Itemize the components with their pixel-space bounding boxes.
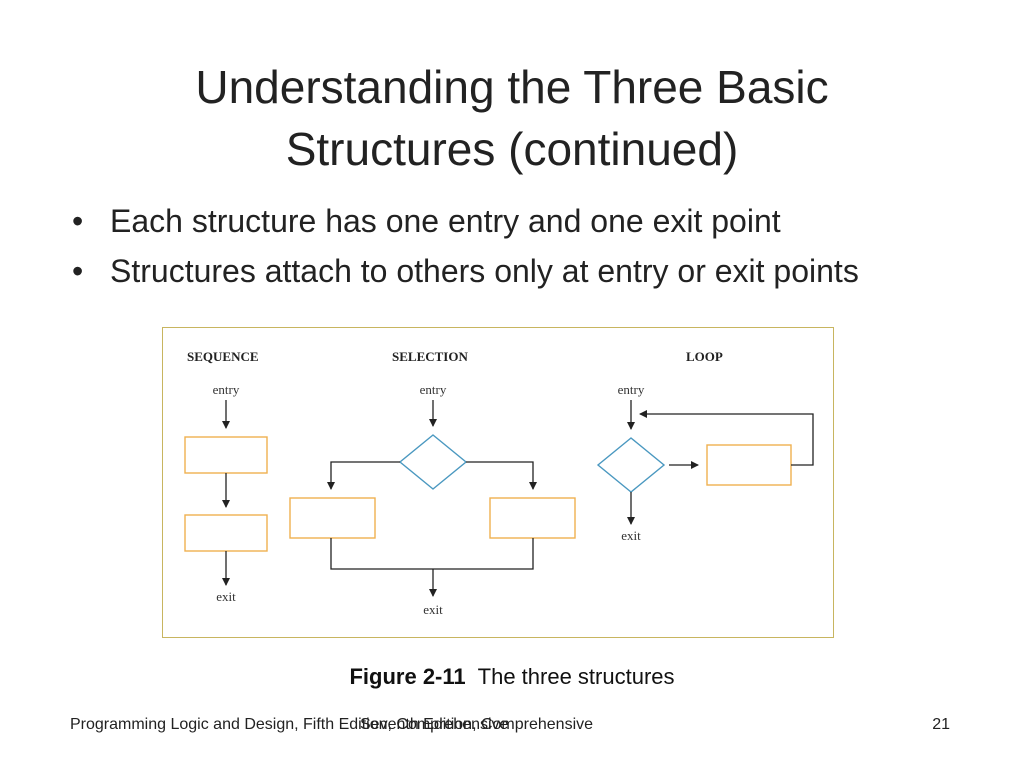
sequence-label: SEQUENCE [187,349,259,364]
selection-right-branch [466,461,537,490]
loop-label: LOOP [686,349,723,364]
selection-decision-diamond [398,434,468,490]
footer-course-title: Programming Logic and Design, Fifth Edit… [70,716,509,733]
selection-process-box-right [489,497,576,539]
footer-page-number: 21 [932,716,950,733]
structures-figure: SEQUENCE entry exit SELECTION entry exit… [162,327,834,638]
bullet-text: Each structure has one entry and one exi… [110,203,781,239]
footer-course-title-overlap: Seventh Edition, Comprehensive [360,716,594,733]
figure-number: Figure 2-11 [349,664,466,689]
bullet-item: • Each structure has one entry and one e… [72,196,859,246]
sequence-exit-label: exit [216,589,236,604]
bullet-text: Structures attach to others only at entr… [110,253,859,289]
slide-title-line-1: Understanding the Three Basic [195,61,829,113]
slide-title-line-2: Structures (continued) [285,123,739,175]
selection-entry-label: entry [420,382,447,397]
loop-exit-label: exit [621,528,641,543]
bullet-list: • Each structure has one entry and one e… [72,196,859,296]
selection-exit-label: exit [423,602,443,617]
sequence-entry-label: entry [213,382,240,397]
slide-title: Understanding the Three Basic Structures… [60,56,964,180]
bullet-item: • Structures attach to others only at en… [72,246,859,296]
loop-process-box [706,444,792,486]
sequence-process-box-2 [184,514,268,552]
figure-caption: Figure 2-11 The three structures [0,664,1024,690]
loop-decision-diamond [596,437,666,493]
selection-join-line [330,538,534,570]
selection-left-branch [327,461,400,490]
bullet-icon: • [72,203,84,239]
loop-entry-label: entry [618,382,645,397]
sequence-process-box-1 [184,436,268,474]
structures-diagram: SEQUENCE entry exit SELECTION entry exit… [184,349,814,617]
selection-label: SELECTION [392,349,468,364]
loop-return-line [639,410,814,466]
selection-process-box-left [289,497,376,539]
bullet-icon: • [72,253,84,289]
figure-caption-text: The three structures [477,664,675,689]
